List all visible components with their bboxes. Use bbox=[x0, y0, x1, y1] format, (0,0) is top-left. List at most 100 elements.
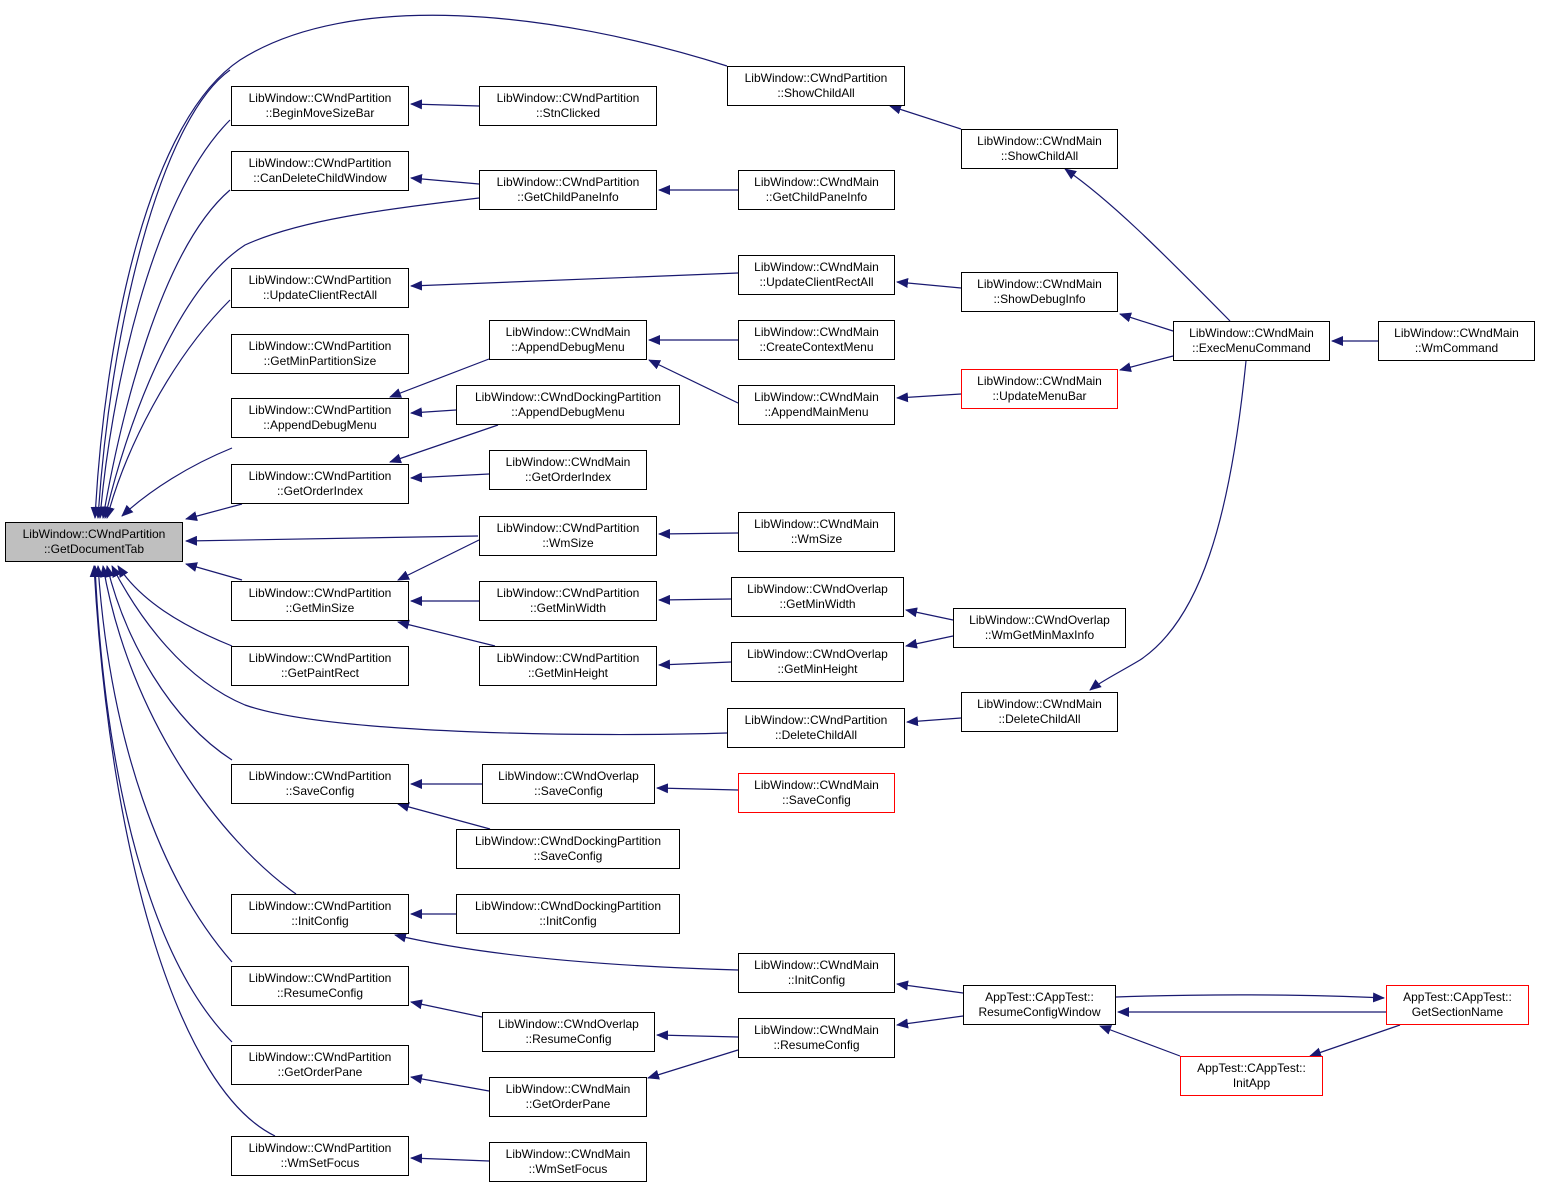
node-p-appenddebugmenu[interactable]: LibWindow::CWndPartition::AppendDebugMen… bbox=[231, 398, 409, 438]
node-p-beginmovesizebar[interactable]: LibWindow::CWndPartition::BeginMoveSizeB… bbox=[231, 86, 409, 126]
node-dp-initconfig[interactable]: LibWindow::CWndDockingPartition::InitCon… bbox=[456, 894, 680, 934]
node-label: LibWindow::CWndMain bbox=[505, 325, 631, 339]
node-label: LibWindow::CWndPartition bbox=[248, 156, 392, 170]
node-p-getminwidth[interactable]: LibWindow::CWndPartition::GetMinWidth bbox=[479, 581, 657, 621]
node-label: LibWindow::CWndMain bbox=[754, 260, 879, 274]
node-label: ::SaveConfig bbox=[285, 784, 355, 798]
node-p-resumeconfig[interactable]: LibWindow::CWndPartition::ResumeConfig bbox=[231, 966, 409, 1006]
node-label: LibWindow::CWndOverlap bbox=[747, 647, 888, 661]
node-a-initapp[interactable]: AppTest::CAppTest::InitApp bbox=[1180, 1056, 1323, 1096]
node-p-getminpartitionsize[interactable]: LibWindow::CWndPartition::GetMinPartitio… bbox=[231, 334, 409, 374]
node-label: LibWindow::CWndPartition bbox=[744, 713, 888, 727]
node-label: ::ExecMenuCommand bbox=[1192, 341, 1311, 355]
node-m-wmsize[interactable]: LibWindow::CWndMain::WmSize bbox=[738, 512, 895, 552]
node-p-candeletechildwindow[interactable]: LibWindow::CWndPartition::CanDeleteChild… bbox=[231, 151, 409, 191]
node-label: ::InitConfig bbox=[787, 973, 846, 987]
node-m-execmenucommand[interactable]: LibWindow::CWndMain::ExecMenuCommand bbox=[1173, 321, 1330, 361]
node-label: LibWindow::CWndPartition bbox=[248, 899, 392, 913]
node-label: LibWindow::CWndPartition bbox=[22, 527, 166, 541]
node-label: LibWindow::CWndMain bbox=[754, 390, 879, 404]
node-root-getdocumenttab[interactable]: LibWindow::CWndPartition::GetDocumentTab bbox=[5, 522, 183, 562]
node-label: ::BeginMoveSizeBar bbox=[265, 106, 375, 120]
node-m-appendmainmenu[interactable]: LibWindow::CWndMain::AppendMainMenu bbox=[738, 385, 895, 425]
node-m-createcontextmenu[interactable]: LibWindow::CWndMain::CreateContextMenu bbox=[738, 320, 895, 360]
node-label: ::UpdateMenuBar bbox=[992, 389, 1087, 403]
node-p-wmsetfocus[interactable]: LibWindow::CWndPartition::WmSetFocus bbox=[231, 1136, 409, 1176]
node-label: LibWindow::CWndPartition bbox=[248, 91, 392, 105]
node-label: LibWindow::CWndPartition bbox=[496, 521, 640, 535]
node-label: ::GetChildPaneInfo bbox=[765, 190, 868, 204]
node-p-getpaintrect[interactable]: LibWindow::CWndPartition::GetPaintRect bbox=[231, 646, 409, 686]
node-label: LibWindow::CWndMain bbox=[754, 517, 879, 531]
node-label: AppTest::CAppTest:: bbox=[1197, 1061, 1306, 1075]
node-label: LibWindow::CWndOverlap bbox=[969, 613, 1110, 627]
node-p-getminheight[interactable]: LibWindow::CWndPartition::GetMinHeight bbox=[479, 646, 657, 686]
node-m-initconfig[interactable]: LibWindow::CWndMain::InitConfig bbox=[738, 953, 895, 993]
node-m-wmcommand[interactable]: LibWindow::CWndMain::WmCommand bbox=[1378, 321, 1535, 361]
node-m-showchildall[interactable]: LibWindow::CWndMain::ShowChildAll bbox=[961, 129, 1118, 169]
call-edge bbox=[410, 1153, 490, 1164]
node-p-showchildall[interactable]: LibWindow::CWndPartition::ShowChildAll bbox=[727, 66, 905, 106]
call-edge bbox=[102, 197, 480, 519]
node-label: LibWindow::CWndPartition bbox=[744, 71, 888, 85]
node-label: ::GetChildPaneInfo bbox=[517, 190, 619, 204]
node-p-getorderindex[interactable]: LibWindow::CWndPartition::GetOrderIndex bbox=[231, 464, 409, 504]
call-edge bbox=[658, 594, 732, 605]
node-label: ::GetPaintRect bbox=[280, 666, 360, 680]
node-o-wmgetminmaxinfo[interactable]: LibWindow::CWndOverlap::WmGetMinMaxInfo bbox=[953, 608, 1126, 648]
node-m-resumeconfig[interactable]: LibWindow::CWndMain::ResumeConfig bbox=[738, 1018, 895, 1058]
node-o-resumeconfig[interactable]: LibWindow::CWndOverlap::ResumeConfig bbox=[482, 1012, 655, 1052]
node-m-appenddebugmenu[interactable]: LibWindow::CWndMain::AppendDebugMenu bbox=[489, 320, 647, 360]
call-edge bbox=[1089, 360, 1247, 691]
node-label: ::SaveConfig bbox=[782, 793, 851, 807]
node-p-saveconfig[interactable]: LibWindow::CWndPartition::SaveConfig bbox=[231, 764, 409, 804]
node-o-getminheight[interactable]: LibWindow::CWndOverlap::GetMinHeight bbox=[731, 642, 904, 682]
call-edge bbox=[905, 635, 954, 649]
node-p-getminsize[interactable]: LibWindow::CWndPartition::GetMinSize bbox=[231, 581, 409, 621]
node-o-getminwidth[interactable]: LibWindow::CWndOverlap::GetMinWidth bbox=[731, 577, 904, 617]
call-edge bbox=[658, 528, 739, 539]
node-m-updateclientrectall[interactable]: LibWindow::CWndMain::UpdateClientRectAll bbox=[738, 255, 895, 295]
node-m-getorderpane[interactable]: LibWindow::CWndMain::GetOrderPane bbox=[489, 1077, 647, 1117]
call-edge bbox=[889, 104, 962, 130]
node-m-getorderindex[interactable]: LibWindow::CWndMain::GetOrderIndex bbox=[489, 450, 647, 490]
node-a-resumeconfigwindow[interactable]: AppTest::CAppTest::ResumeConfigWindow bbox=[963, 985, 1116, 1025]
node-label: AppTest::CAppTest:: bbox=[1403, 990, 1512, 1004]
node-dp-appenddebugmenu[interactable]: LibWindow::CWndDockingPartition::AppendD… bbox=[456, 385, 680, 425]
node-label: ::GetMinSize bbox=[285, 601, 355, 615]
node-m-getchildpaneinfo[interactable]: LibWindow::CWndMain::GetChildPaneInfo bbox=[738, 170, 895, 210]
node-m-updatemenubar[interactable]: LibWindow::CWndMain::UpdateMenuBar bbox=[961, 369, 1118, 409]
call-edge bbox=[397, 539, 480, 581]
node-p-initconfig[interactable]: LibWindow::CWndPartition::InitConfig bbox=[231, 894, 409, 934]
node-label: LibWindow::CWndMain bbox=[754, 1023, 879, 1037]
call-edge bbox=[896, 278, 962, 289]
node-p-wmsize[interactable]: LibWindow::CWndPartition::WmSize bbox=[479, 516, 657, 556]
node-p-getchildpaneinfo[interactable]: LibWindow::CWndPartition::GetChildPaneIn… bbox=[479, 170, 657, 210]
node-label: ::CreateContextMenu bbox=[759, 340, 874, 354]
node-p-deletechildall[interactable]: LibWindow::CWndPartition::DeleteChildAll bbox=[727, 708, 905, 748]
node-label: LibWindow::CWndMain bbox=[977, 697, 1102, 711]
node-a-getsectionname[interactable]: AppTest::CAppTest::GetSectionName bbox=[1386, 985, 1529, 1025]
call-edge bbox=[410, 272, 739, 291]
node-label: ::ResumeConfig bbox=[276, 986, 364, 1000]
node-p-stnclicked[interactable]: LibWindow::CWndPartition::StnClicked bbox=[479, 86, 657, 126]
node-o-saveconfig[interactable]: LibWindow::CWndOverlap::SaveConfig bbox=[482, 764, 655, 804]
node-label: LibWindow::CWndPartition bbox=[496, 175, 640, 189]
node-label: LibWindow::CWndMain bbox=[754, 175, 879, 189]
call-edge bbox=[185, 535, 479, 546]
node-label: InitApp bbox=[1232, 1076, 1271, 1090]
node-label: ::StnClicked bbox=[535, 106, 601, 120]
node-p-updateclientrectall[interactable]: LibWindow::CWndPartition::UpdateClientRe… bbox=[231, 268, 409, 308]
node-label: LibWindow::CWndPartition bbox=[496, 586, 640, 600]
node-m-deletechildall[interactable]: LibWindow::CWndMain::DeleteChildAll bbox=[961, 692, 1118, 732]
node-label: LibWindow::CWndMain bbox=[754, 958, 879, 972]
node-m-showdebuginfo[interactable]: LibWindow::CWndMain::ShowDebugInfo bbox=[961, 272, 1118, 312]
node-m-saveconfig[interactable]: LibWindow::CWndMain::SaveConfig bbox=[738, 773, 895, 813]
node-label: ::SaveConfig bbox=[534, 784, 603, 798]
node-p-getorderpane[interactable]: LibWindow::CWndPartition::GetOrderPane bbox=[231, 1045, 409, 1085]
node-label: GetSectionName bbox=[1411, 1005, 1504, 1019]
call-edge bbox=[111, 565, 728, 736]
node-dp-saveconfig[interactable]: LibWindow::CWndDockingPartition::SaveCon… bbox=[456, 829, 680, 869]
node-m-wmsetfocus[interactable]: LibWindow::CWndMain::WmSetFocus bbox=[489, 1142, 647, 1182]
